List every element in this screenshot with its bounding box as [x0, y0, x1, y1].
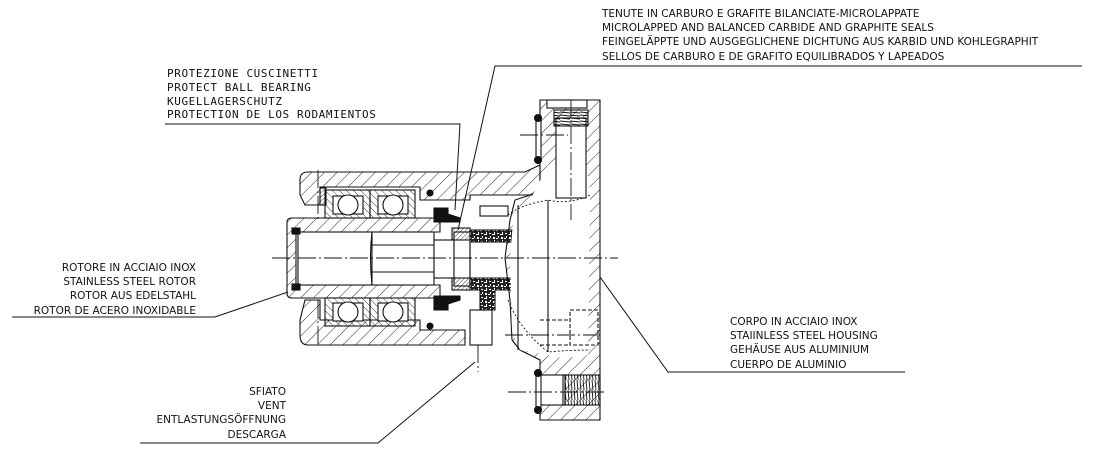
callout-seals-it: TENUTE IN CARBURO E GRAFITE BILANCIATE-M… [602, 8, 920, 20]
callout-bearing-protection-es: PROTECTION DE LOS RODAMIENTOS [167, 108, 377, 122]
callout-rotor-it: ROTORE IN ACCIAIO INOX [61, 262, 196, 274]
callout-vent-en: VENT [257, 400, 286, 413]
side-port [539, 374, 566, 406]
callout-housing-it: CORPO IN ACCIAIO INOX [730, 316, 858, 328]
callout-rotor-en: STAINLESS STEEL ROTOR [63, 276, 196, 289]
leader-rotor [12, 291, 289, 318]
callout-seals-de: FEINGELÄPPTE UND AUSGEGLICHENE DICHTUNG … [602, 36, 1039, 49]
callout-vent-es: DESCARGA [227, 428, 286, 441]
lip-seal-upper [433, 207, 461, 223]
callout-vent: SFIATO VENT ENTLASTUNGSÖFFNUNG DESCARGA [140, 385, 286, 442]
callout-bearing-protection: PROTEZIONE CUSCINETTI PROTECT BALL BEARI… [167, 67, 376, 122]
ball-bearing-lower-2 [369, 297, 416, 327]
callout-housing-en: STAIINLESS STEEL HOUSING [730, 330, 878, 343]
rotor-oring-bottom [291, 283, 301, 291]
ball-bearing-upper-1 [324, 189, 371, 219]
graphite-seal-upper [469, 229, 513, 243]
callout-rotor-de: ROTOR AUS EDELSTAHL [69, 290, 196, 303]
callout-rotor-es: ROTOR DE ACERO INOXIDABLE [33, 304, 196, 317]
callout-housing: CORPO IN ACCIAIO INOX STAIINLESS STEEL H… [730, 315, 878, 372]
leader-seals [457, 65, 1082, 231]
callout-seals: TENUTE IN CARBURO E GRAFITE BILANCIATE-M… [602, 7, 1038, 64]
callout-housing-de: GEHÄUSE AUS ALUMINIUM [730, 344, 870, 357]
carbide-seal-ring-lower [451, 277, 471, 291]
graphite-seal-lower [469, 277, 513, 311]
callout-seals-en: MICROLAPPED AND BALANCED CARBIDE AND GRA… [602, 22, 934, 35]
leader-vent [140, 361, 476, 444]
callout-bearing-protection-en: PROTECT BALL BEARING [167, 80, 312, 94]
ball-bearing-upper-2 [369, 189, 416, 219]
callout-seals-es: SELLOS DE CARBURO E DE GRAFITO EQUILIBRA… [602, 50, 945, 63]
rotor-oring-top [291, 227, 301, 235]
ball-bearing-lower-1 [324, 297, 371, 327]
leader-bearing-protection [165, 123, 461, 211]
rotor-bore [295, 231, 373, 286]
leader-housing [599, 276, 905, 373]
side-port-thread [562, 374, 601, 406]
carbide-seal-ring-upper [451, 227, 471, 241]
callout-bearing-protection-it: PROTEZIONE CUSCINETTI [167, 67, 319, 80]
lip-seal-lower [433, 295, 461, 311]
callout-bearing-protection-de: KUGELLAGERSCHUTZ [167, 94, 283, 108]
callout-vent-de: ENTLASTUNGSÖFFNUNG [156, 414, 286, 427]
callout-vent-it: SFIATO [249, 386, 286, 398]
callout-rotor: ROTORE IN ACCIAIO INOX STAINLESS STEEL R… [10, 261, 196, 318]
callout-housing-es: CUERPO DE ALUMINIO [730, 358, 847, 371]
